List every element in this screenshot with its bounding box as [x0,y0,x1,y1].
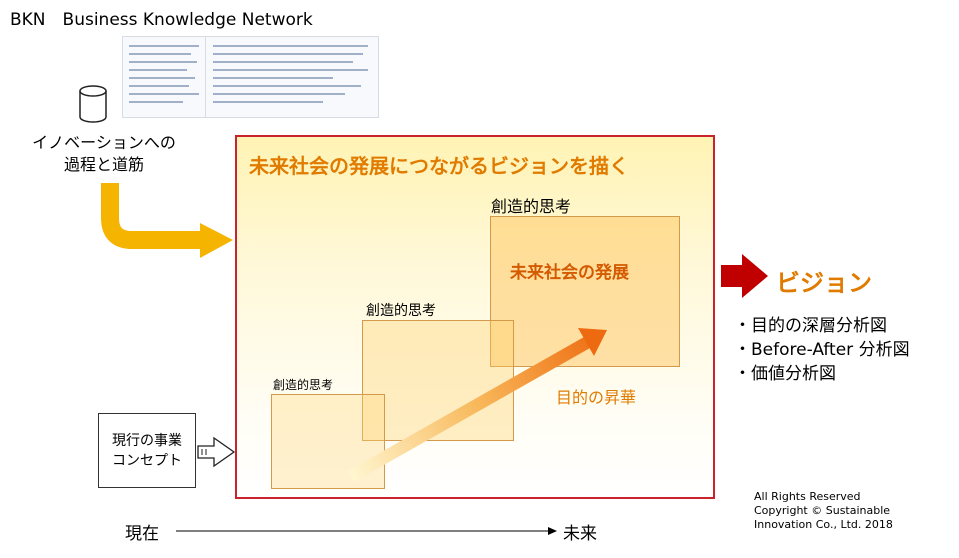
thumbnail-line [213,101,323,103]
thumbnail-line [213,69,368,71]
thumbnail-line [129,93,199,95]
timeline-future-label: 未来 [563,524,597,544]
thumbnail-line [129,61,197,63]
thumbnail-line [129,69,187,71]
stage-1-label: 創造的思考 [273,378,334,392]
copyright-line2: Copyright © Sustainable [754,504,891,517]
innovation-path-label-line2: 過程と道筋 [63,155,144,174]
timeline-arrowhead [548,527,557,535]
flow-arrow-head [200,223,233,258]
growth-arrow-head [578,328,607,356]
innovation-path-label-line1: イノベーションへの [32,133,176,152]
concept-arrow [197,436,236,468]
growth-arrow [348,337,590,482]
document-thumbnail [122,36,379,118]
flow-arrow [101,183,202,249]
copyright-line1: All Rights Reserved [754,490,861,503]
thumbnail-line [129,85,189,87]
thumbnail-line [129,101,183,103]
header-title: BKN Business Knowledge Network [10,10,313,30]
thumbnail-line [213,45,368,47]
stage-3-label: 創造的思考 [491,197,572,216]
innovation-path-label: イノベーションへの 過程と道筋 [4,132,204,176]
future-society-label: 未来社会の発展 [510,263,629,283]
vision-arrow [721,254,768,298]
purpose-sublimation-label: 目的の昇華 [556,388,637,407]
thumbnail-sidebar [123,37,206,117]
thumbnail-line [213,53,363,55]
vision-label: ビジョン [776,269,872,297]
thumbnail-line [129,45,199,47]
vision-output-list: ・目的の深層分析図 ・Before-After 分析図 ・価値分析図 [734,314,910,386]
timeline-now-label: 現在 [125,524,159,544]
output-item-value-analysis: ・価値分析図 [734,364,836,384]
thumbnail-line [129,53,191,55]
output-item-purpose-depth: ・目的の深層分析図 [734,316,887,336]
copyright-notice: All Rights Reserved Copyright © Sustaina… [754,490,893,532]
thumbnail-line [213,61,353,63]
thumbnail-line [213,77,333,79]
output-item-before-after: ・Before-After 分析図 [734,340,910,360]
stage-box-2 [362,320,514,441]
vision-frame [235,135,715,499]
stage-2-label: 創造的思考 [366,303,436,319]
thumbnail-line [129,77,195,79]
concept-line1: 現行の事業 [112,432,182,449]
database-icon [79,85,107,123]
copyright-line3: Innovation Co., Ltd. 2018 [754,518,893,531]
frame-title: 未来社会の発展につながるビジョンを描く [249,154,629,178]
thumbnail-line [213,93,345,95]
thumbnail-line [213,85,361,87]
current-concept-box: 現行の事業 コンセプト [98,413,196,488]
concept-line2: コンセプト [112,452,182,469]
